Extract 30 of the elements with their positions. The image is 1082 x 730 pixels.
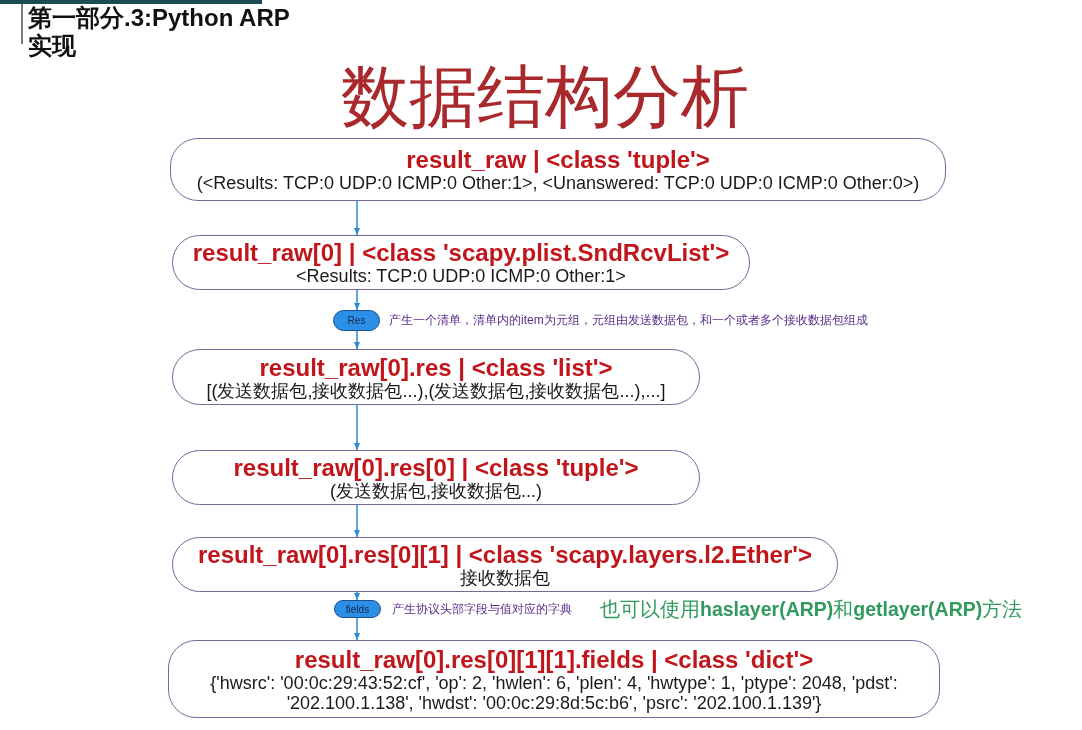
box-text: (发送数据包,接收数据包...) (330, 481, 542, 501)
pill-label: Res (347, 315, 366, 326)
box-text: (<Results: TCP:0 UDP:0 ICMP:0 Other:1>, <Unanswered: TCP:0 UDP:0 ICMP:0 Other:0>) (196, 173, 920, 193)
slide-title: 数据结构分析 (341, 62, 749, 132)
box-text: 接收数据包 (460, 568, 550, 588)
connector-arrow (354, 330, 360, 350)
box-heading: result_raw[0].res | <class 'list'> (259, 353, 613, 381)
box-heading: result_raw[0].res[0][1][1].fields | <class 'dict'> (294, 645, 814, 673)
note-text: 也可以使用haslayer(ARP)和getlayer(ARP)方法 (600, 597, 1023, 622)
box-heading: result_raw | <class 'tuple'> (406, 146, 710, 173)
pill-label: fields (345, 603, 370, 615)
rounded-box (170, 138, 946, 201)
box-text: {'hwsrc': '00:0c:29:43:52:cf', 'op': 2, 'hwlen': 6, 'plen': 4, 'hwtype': 1, 'ptype': 2048, 'pdst': '202.100.1.138', 'hwdst': '00:0c:29:8d:5c:b6', 'psrc': '202.100.1.139'} (209, 672, 899, 713)
annotation-text: 产生一个清单，清单内的item为元组，元组由发送数据包，和一个或者多个接收数据包组成 (389, 313, 868, 327)
annotation-text: 产生协议头部字段与值对应的字典 (392, 602, 572, 616)
rounded-box (168, 640, 940, 718)
connector-arrow (354, 504, 360, 538)
connector-arrow (354, 404, 360, 451)
box-text: <Results: TCP:0 UDP:0 ICMP:0 Other:1> (296, 266, 626, 286)
rounded-box (172, 349, 700, 405)
box-heading: result_raw[0] | <class 'scapy.plist.SndRcvList'> (192, 239, 730, 266)
connector-arrow (354, 289, 360, 311)
pill-tag (334, 600, 381, 618)
connector-arrow (354, 617, 360, 641)
connector-arrow (354, 591, 360, 601)
header-text: 第一部分.3:Python ARP实现 (28, 4, 291, 60)
box-heading: result_raw[0].res[0][1] | <class 'scapy.layers.l2.Ether'> (198, 541, 812, 568)
connector-arrow (354, 200, 360, 236)
pill-tag (333, 310, 380, 331)
box-heading: result_raw[0].res[0] | <class 'tuple'> (233, 454, 639, 481)
